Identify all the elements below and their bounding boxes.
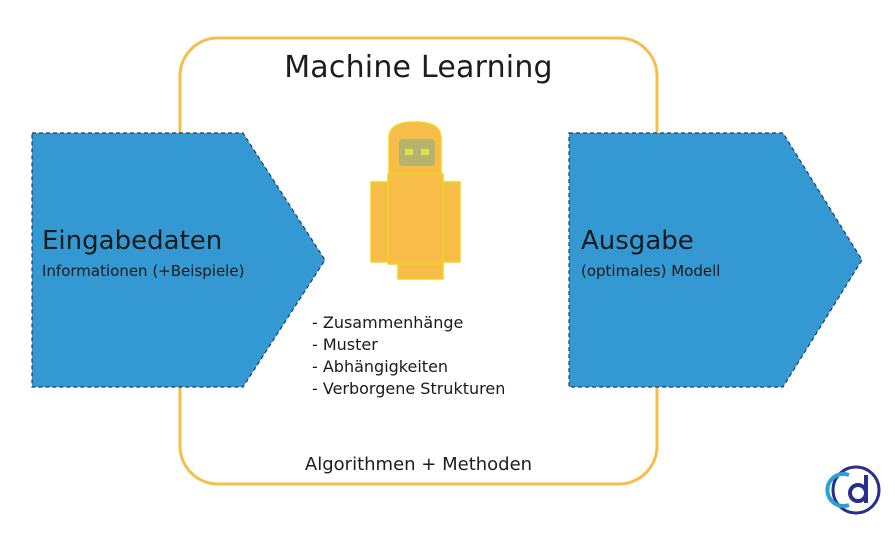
finding-item: - Zusammenhänge xyxy=(312,313,464,332)
finding-item: - Abhängigkeiten xyxy=(312,357,449,376)
input-subtitle: Informationen (+Beispiele) xyxy=(42,262,245,280)
findings-list: - Zusammenhänge - Muster - Abhängigkeite… xyxy=(312,312,505,400)
output-title: Ausgabe xyxy=(581,226,694,256)
output-subtitle: (optimales) Modell xyxy=(581,262,721,280)
diagram-title: Machine Learning xyxy=(284,50,553,85)
diagram-footer: Algorithmen + Methoden xyxy=(304,454,533,475)
finding-item: - Verborgene Strukturen xyxy=(312,379,506,398)
finding-item: - Muster xyxy=(312,335,378,354)
input-title: Eingabedaten xyxy=(42,226,223,256)
